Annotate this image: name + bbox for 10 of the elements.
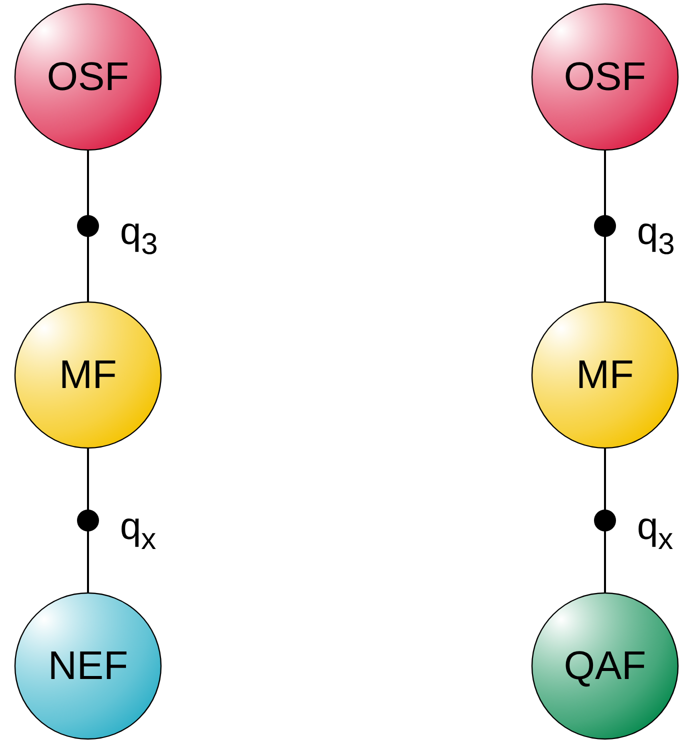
connector-line	[604, 150, 606, 302]
node-label: OSF	[564, 54, 646, 100]
node-label: OSF	[46, 54, 130, 100]
node-label: MF	[576, 352, 634, 398]
node-label: NEF	[48, 644, 128, 688]
connector-line	[87, 150, 89, 302]
connector-line	[604, 448, 606, 593]
node-label: MF	[59, 352, 117, 398]
node-label: QAF	[564, 644, 646, 688]
connector-line	[87, 448, 89, 593]
